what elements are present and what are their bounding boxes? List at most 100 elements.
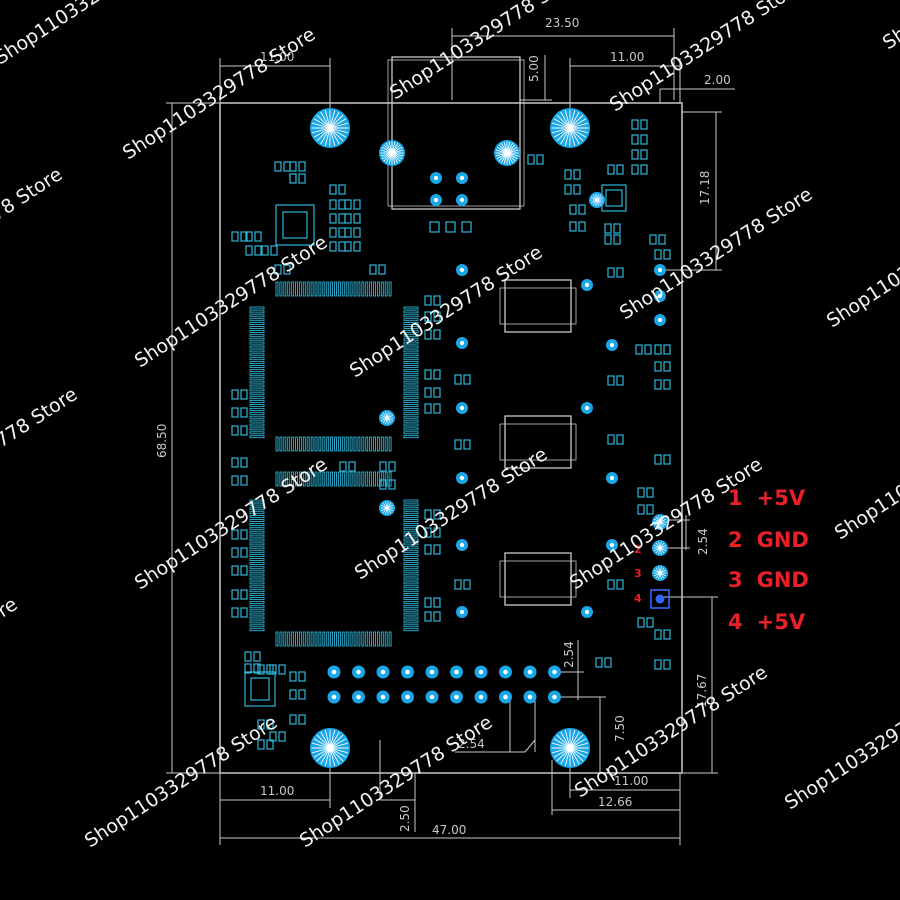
ic-pin — [353, 281, 357, 297]
ic-pin — [403, 569, 419, 573]
ic-pin — [357, 631, 361, 647]
ic-pin — [330, 471, 334, 487]
pin-2-signal: GND — [757, 528, 809, 552]
ic-pin — [403, 329, 419, 333]
ic-pin — [249, 534, 265, 538]
pin-4-signal: +5V — [757, 610, 806, 634]
ic-pin — [298, 631, 302, 647]
ic-pin — [249, 585, 265, 589]
ic-pin — [249, 577, 265, 581]
ic-pin — [249, 345, 265, 349]
ic-pin — [403, 515, 419, 519]
smd-component — [654, 629, 671, 640]
ic-pin — [298, 436, 302, 452]
ic-pin — [353, 631, 357, 647]
ic-pin — [249, 333, 265, 337]
smd-component — [379, 461, 396, 472]
ic-pin — [310, 471, 314, 487]
ic-pin — [403, 589, 419, 593]
ic-pin — [249, 376, 265, 380]
ic-pin — [318, 281, 322, 297]
ic-pin — [249, 597, 265, 600]
smd-component — [231, 607, 248, 618]
ic-pin — [403, 597, 419, 600]
header-pin — [352, 690, 365, 704]
via — [456, 337, 468, 349]
via — [456, 402, 468, 414]
ic-pin — [322, 631, 326, 647]
ic-pin — [249, 326, 265, 329]
ic-pin — [403, 554, 419, 558]
dim-left-height: 68.50 — [155, 424, 169, 458]
ic-pin — [403, 400, 419, 404]
ic-pin — [403, 431, 419, 435]
smd-component — [231, 425, 248, 436]
via — [654, 264, 666, 276]
pin-marker-3: 3 — [634, 567, 642, 580]
ic-pin — [341, 631, 345, 647]
via — [456, 264, 468, 276]
ic-pin — [373, 436, 376, 452]
ic-pin — [330, 281, 334, 297]
ic-pin — [279, 281, 283, 297]
ic-pin — [249, 392, 265, 396]
ic-pin — [403, 558, 419, 561]
smd-component — [344, 199, 361, 210]
ic-pin — [341, 471, 345, 487]
dim-top-width: 23.50 — [545, 16, 579, 30]
ic-pin — [249, 569, 265, 573]
dim-header-pitch-vertical: 2.54 — [562, 641, 576, 668]
dim-total-width: 47.00 — [432, 823, 466, 837]
ic-pin — [249, 353, 265, 357]
ic-pin — [322, 436, 326, 452]
ic-pin — [341, 281, 345, 297]
dim-bottom-pin-height: 7.50 — [613, 715, 627, 742]
smd-component — [269, 664, 286, 675]
ic-pin — [337, 436, 341, 452]
smd-component — [637, 487, 654, 498]
ic-pin — [249, 515, 265, 519]
ic-pin — [291, 471, 295, 487]
ic-pin — [337, 281, 341, 297]
ic-pin — [384, 436, 388, 452]
smd-component — [607, 375, 624, 386]
ic-pin — [403, 499, 419, 503]
ic-pin — [403, 372, 419, 376]
smd-component — [424, 597, 441, 608]
ic-pin — [403, 337, 419, 341]
watermark-19: Shop1103329778 Store — [0, 0, 191, 69]
dim-bottom-right-offset: 11.00 — [614, 774, 648, 788]
ic-pin — [249, 503, 265, 507]
ic-pin — [369, 471, 373, 487]
ic-pin — [326, 436, 330, 452]
via — [456, 472, 468, 484]
smd-component — [631, 119, 648, 130]
ic-pin — [249, 431, 265, 435]
ic-pin — [306, 436, 310, 452]
ic-pin — [403, 519, 419, 522]
smd-component — [654, 379, 671, 390]
ic-pin — [403, 376, 419, 380]
ic-pin — [249, 507, 265, 511]
test-point — [589, 192, 605, 208]
connector-pin — [430, 172, 442, 184]
ic-pin — [357, 471, 361, 487]
ic-pin — [357, 281, 361, 297]
power-pin — [652, 514, 668, 530]
ic-pin — [337, 471, 341, 487]
ic-pin — [384, 631, 388, 647]
ic-pin — [334, 281, 337, 297]
ic-pin — [279, 471, 283, 487]
ic-pin — [306, 281, 310, 297]
ic-pin — [403, 620, 419, 624]
smd-component — [231, 457, 248, 468]
ic-pin — [380, 631, 384, 647]
ic-pin — [249, 310, 265, 314]
smd-component — [607, 267, 624, 278]
smd-component — [569, 204, 586, 215]
ic-pin — [403, 306, 419, 310]
smd-component — [454, 374, 471, 385]
ic-pin — [349, 436, 353, 452]
ic-pin — [249, 550, 265, 554]
smd-component — [564, 184, 581, 195]
